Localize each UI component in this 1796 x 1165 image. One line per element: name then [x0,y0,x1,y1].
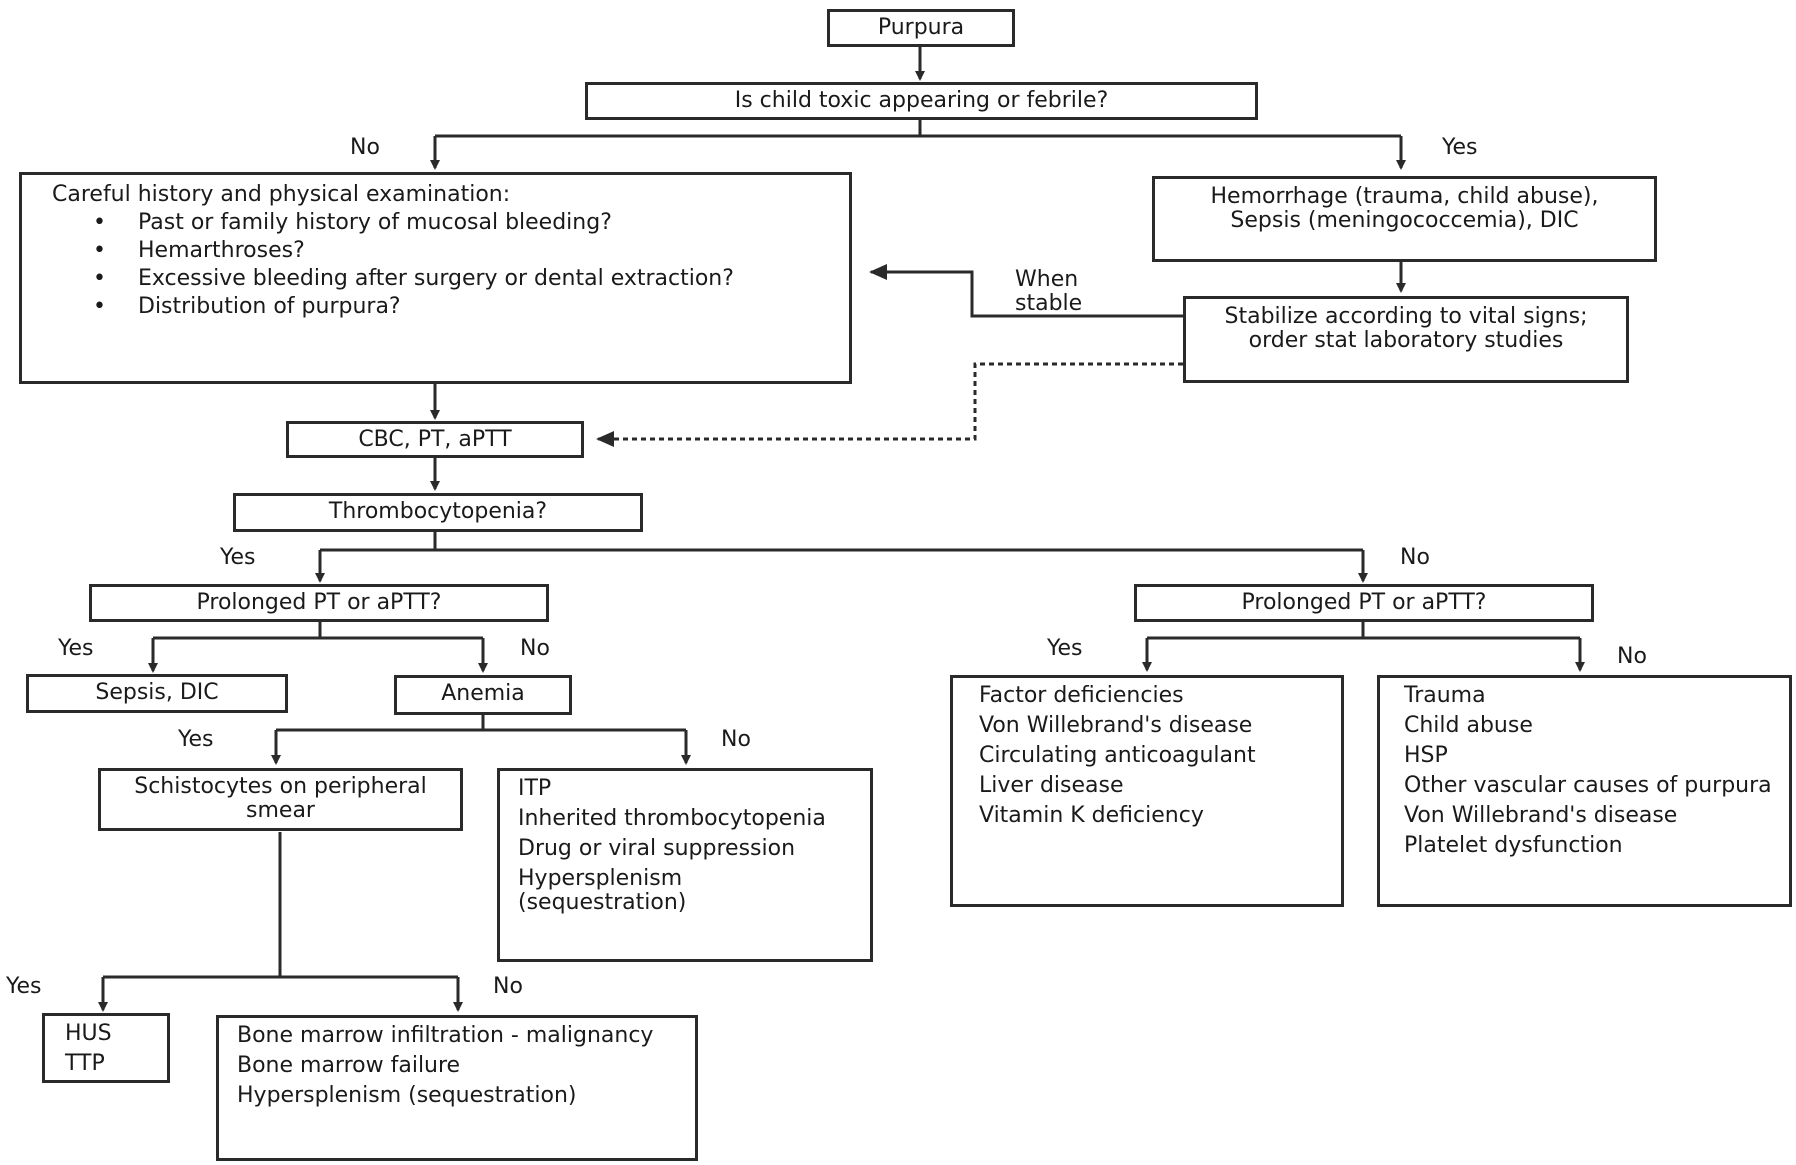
history-item: Past or family history of mucosal bleedi… [93,211,835,236]
label-schisto-yes: Yes [6,974,42,999]
prolonged-right-text: Prolonged PT or aPTT? [1241,590,1487,615]
sepsis-dic-box: Sepsis, DIC [26,674,288,713]
hemorrhage-box: Hemorrhage (trauma, child abuse), Sepsis… [1152,176,1657,262]
history-item: Distribution of purpura? [93,295,835,320]
factor-item: Von Willebrand's disease [979,713,1253,738]
marrow-item: Hypersplenism (sequestration) [237,1083,577,1108]
history-title: Careful history and physical examination… [52,182,511,207]
schistocytes-box: Schistocytes on peripheral smear [98,768,463,831]
sepsis-dic-text: Sepsis, DIC [95,680,219,705]
label-pr-yes: Yes [1047,636,1083,661]
label-thrombo-no: No [1400,545,1430,570]
hus-ttp-box: HUS TTP [42,1013,170,1083]
trauma-item: Child abuse [1404,713,1533,738]
purpura-text: Purpura [877,15,965,40]
trauma-item: Other vascular causes of purpura [1404,773,1772,798]
itp-item: Hypersplenism (sequestration) [518,866,687,915]
arrow-dashed-to-cbc [596,362,1183,447]
label-pl-no: No [520,636,550,661]
label-when-stable: When stable [1015,267,1083,316]
trauma-item: Trauma [1404,683,1486,708]
itp-item: Drug or viral suppression [518,836,796,861]
factor-item: Liver disease [979,773,1124,798]
trauma-item: Platelet dysfunction [1404,833,1623,858]
thrombocytopenia-text: Thrombocytopenia? [328,499,548,524]
label-toxic-yes: Yes [1442,135,1478,160]
toxic-question-box: Is child toxic appearing or febrile? [585,82,1258,120]
factor-item: Circulating anticoagulant [979,743,1256,768]
itp-box: ITP Inherited thrombocytopenia Drug or v… [497,768,873,962]
history-item: Hemarthroses? [93,239,835,264]
prolonged-right-box: Prolonged PT or aPTT? [1134,584,1594,622]
history-item: Excessive bleeding after surgery or dent… [93,267,835,292]
factor-item: Factor deficiencies [979,683,1184,708]
prolonged-left-box: Prolonged PT or aPTT? [89,584,549,622]
label-schisto-no: No [493,974,523,999]
hus-item: TTP [65,1051,105,1076]
hus-item: HUS [65,1021,112,1046]
history-list: Past or family history of mucosal bleedi… [52,211,835,320]
trauma-item: HSP [1404,743,1448,768]
label-anemia-no: No [721,727,751,752]
label-pr-no: No [1617,644,1647,669]
label-toxic-no: No [350,135,380,160]
history-box: Careful history and physical examination… [19,172,852,384]
stabilize-box: Stabilize according to vital signs; orde… [1183,296,1629,383]
purpura-box: Purpura [827,9,1015,47]
prolonged-left-text: Prolonged PT or aPTT? [196,590,442,615]
anemia-text: Anemia [441,681,525,706]
factor-item: Vitamin K deficiency [979,803,1204,828]
label-anemia-yes: Yes [178,727,214,752]
marrow-item: Bone marrow failure [237,1053,461,1078]
itp-item: Inherited thrombocytopenia [518,806,826,831]
cbc-text: CBC, PT, aPTT [358,427,512,452]
marrow-item: Bone marrow infiltration - malignancy [237,1023,654,1048]
trauma-box: Trauma Child abuse HSP Other vascular ca… [1377,675,1792,907]
schistocytes-text: Schistocytes on peripheral smear [134,774,427,823]
factor-box: Factor deficiencies Von Willebrand's dis… [950,675,1344,907]
toxic-question-text: Is child toxic appearing or febrile? [734,88,1109,113]
arrow-when-stable [869,264,1183,318]
itp-item: ITP [518,776,552,801]
thrombocytopenia-box: Thrombocytopenia? [233,493,643,532]
label-thrombo-yes: Yes [220,545,256,570]
hemorrhage-text: Hemorrhage (trauma, child abuse), Sepsis… [1210,184,1599,233]
trauma-item: Von Willebrand's disease [1404,803,1678,828]
anemia-box: Anemia [394,675,572,715]
cbc-box: CBC, PT, aPTT [286,421,584,458]
label-pl-yes: Yes [58,636,94,661]
stabilize-text: Stabilize according to vital signs; orde… [1224,304,1588,353]
bone-marrow-box: Bone marrow infiltration - malignancy Bo… [216,1015,698,1161]
